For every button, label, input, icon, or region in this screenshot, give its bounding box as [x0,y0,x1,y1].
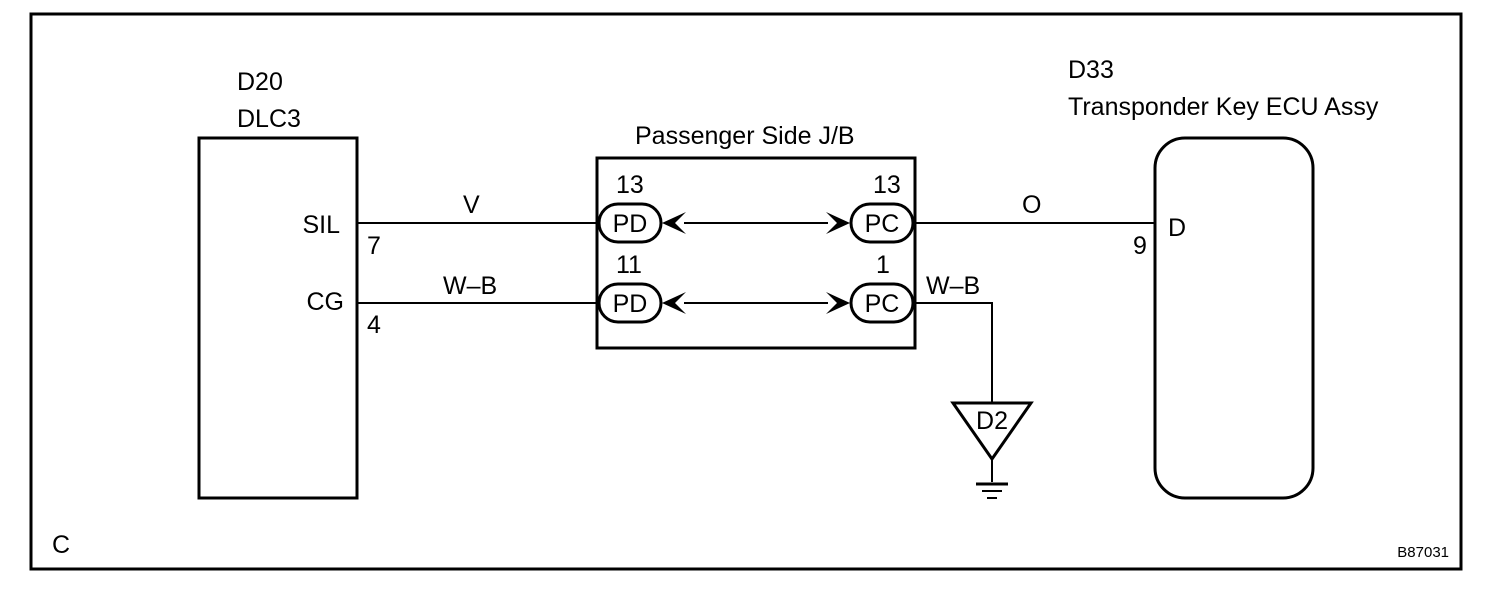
dlc3-pin-cg-number: 4 [367,311,381,339]
ecu-pin-number: 9 [1133,232,1147,260]
dlc3-pin-sil-number: 7 [367,232,381,260]
transponder-ecu: D33 Transponder Key ECU Assy D 9 [1068,56,1379,500]
ecu-box [1153,136,1315,500]
jb-row1-right-pin: 13 [873,171,901,199]
jb-row1-left-pin: 13 [616,171,644,199]
ecu-code: D33 [1068,56,1114,84]
junction-block: Passenger Side J/B 13 13 PD PC 11 1 PD P… [595,122,917,350]
jb-row2-right-arrow-icon [826,292,850,314]
diagram-frame [29,12,1463,571]
ground-icon [976,482,1008,499]
wire-ground-color: W–B [926,272,980,300]
jb-row1-right-arrow-icon [826,212,850,234]
jb-row2-left-code: PD [613,290,648,318]
wire-ground [914,302,993,403]
dlc3-code: D20 [237,68,283,96]
jb-row1-left-code: PD [613,210,648,238]
jb-row2-left-arrow-icon [662,292,686,314]
jb-row2-left-connector [597,282,663,324]
wire-sil-color: V [463,191,480,219]
ground-point: D2 [950,401,1034,499]
frame-label: C [52,531,70,559]
jb-row1-left-arrow-icon [662,212,686,234]
ground-triangle [950,401,1034,462]
junction-block-box [595,156,917,350]
jb-row1-right-code: PC [865,210,900,238]
wire-ecu-color: O [1022,191,1041,219]
dlc3-pin-sil-name: SIL [302,211,340,239]
jb-row2-right-code: PC [865,290,900,318]
ecu-pin-name: D [1168,214,1186,242]
jb-row2-right-pin: 1 [876,251,890,279]
ecu-name: Transponder Key ECU Assy [1068,93,1379,121]
wire-cg-color: W–B [443,272,497,300]
jb-row2-right-connector [849,282,915,324]
jb-row2-left-pin: 11 [616,251,642,279]
dlc3-connector: D20 DLC3 SIL 7 CG 4 [197,68,381,500]
ground-code: D2 [976,407,1008,435]
figure-code: B87031 [1397,544,1449,561]
junction-block-title: Passenger Side J/B [635,122,855,150]
dlc3-pin-cg-name: CG [307,288,345,316]
dlc3-box [197,136,359,500]
jb-row1-left-connector [597,202,663,244]
jb-row1-right-connector [849,202,915,244]
dlc3-name: DLC3 [237,105,301,133]
